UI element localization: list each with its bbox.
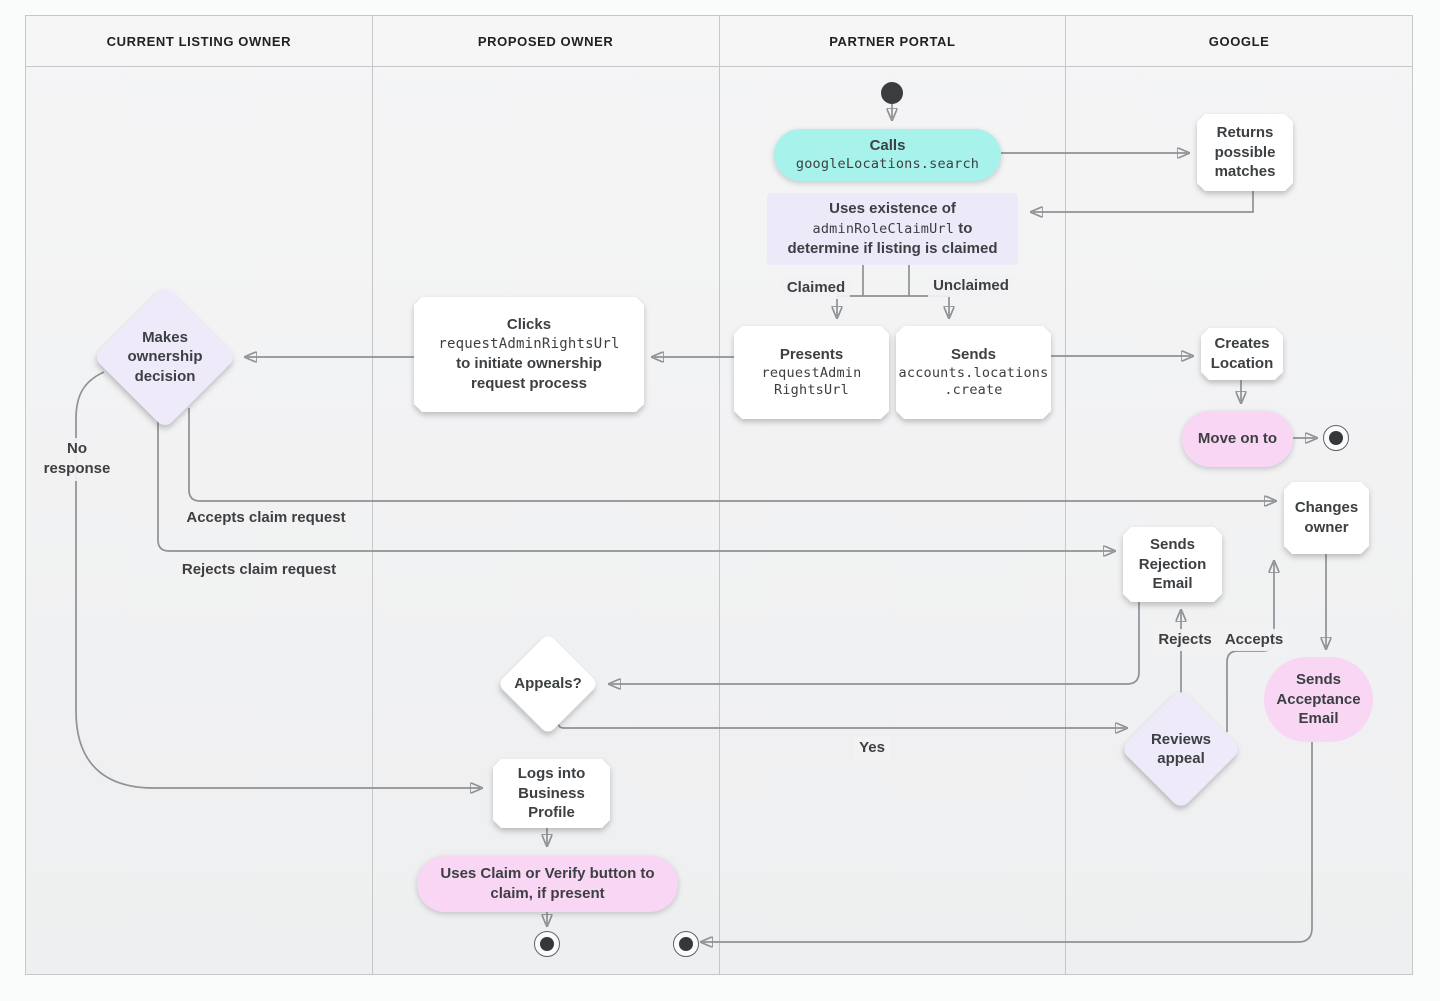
lane-google: GOOGLE (1066, 16, 1412, 974)
activity-line3: request process (471, 374, 587, 392)
decision-text: Reviews appeal (1150, 730, 1212, 768)
activity-text: Changes owner (1284, 482, 1369, 554)
activity-logs-into-business-profile: Logs into Business Profile (493, 759, 610, 828)
activity-line2: to initiate ownership (456, 354, 602, 372)
activity-creates-location: Creates Location (1201, 328, 1283, 380)
activity-changes-owner: Changes owner (1284, 482, 1369, 554)
decision-text: Makes ownership decision (127, 328, 203, 385)
lane-columns: CURRENT LISTING OWNER PROPOSED OWNER PAR… (26, 16, 1412, 974)
activity-text: Sends Acceptance Email (1276, 670, 1361, 728)
activity-code-line2: .create (944, 382, 1003, 399)
start-node (881, 82, 903, 104)
activity-line1: Uses existence of (829, 200, 956, 218)
lane-header-partner-portal: PARTNER PORTAL (719, 16, 1066, 67)
end-node-dot (679, 937, 693, 951)
end-node-dot (1329, 431, 1343, 445)
activity-title: Calls (869, 137, 906, 155)
edge-label-yes: Yes (854, 737, 890, 760)
activity-line3: determine if listing is claimed (787, 239, 998, 257)
activity-sends-accounts-locations-create: Sends accounts.locations .create (896, 326, 1051, 419)
activity-text: Uses Claim or Verify button to claim, if… (440, 865, 655, 902)
end-node-dot (540, 937, 554, 951)
lane-current-listing-owner: CURRENT LISTING OWNER (26, 16, 373, 974)
edge-label-no-response: No response (34, 438, 120, 481)
activity-title: Sends (950, 345, 996, 363)
activity-code: requestAdminRightsUrl (438, 336, 620, 353)
activity-code-line1: accounts.locations (898, 364, 1049, 381)
edge-label-accepts-claim-request: Accepts claim request (181, 507, 351, 530)
swimlane-diagram: CURRENT LISTING OWNER PROPOSED OWNER PAR… (25, 15, 1413, 975)
end-node-proposed-owner (534, 931, 560, 957)
edge-label-claimed: Claimed (781, 277, 851, 300)
activity-line2: adminRoleClaimUrl to (812, 220, 973, 238)
activity-presents-requestadminrightsurl: Presents requestAdmin RightsUrl (734, 326, 889, 419)
activity-code-line2: RightsUrl (774, 382, 849, 399)
lane-header-proposed-owner: PROPOSED OWNER (372, 16, 719, 67)
activity-code: googleLocations.search (795, 155, 980, 172)
activity-uses-existence: Uses existence of adminRoleClaimUrl to d… (767, 193, 1018, 265)
edge-label-rejects: Rejects (1153, 629, 1217, 652)
decision-appeals: Appeals? (497, 633, 599, 735)
activity-clicks-requestadminrightsurl: Clicks requestAdminRightsUrl to initiate… (414, 297, 644, 412)
activity-title: Clicks (506, 316, 552, 334)
edge-label-unclaimed: Unclaimed (928, 275, 1014, 298)
decision-text: Appeals? (514, 675, 582, 693)
end-node-google (1323, 425, 1349, 451)
activity-text: Creates Location (1201, 328, 1283, 380)
activity-move-on-to: Move on to (1182, 411, 1293, 467)
activity-code: adminRoleClaimUrl (812, 221, 955, 238)
activity-title: Presents (779, 345, 844, 363)
end-node-acceptance (673, 931, 699, 957)
activity-sends-rejection-email: Sends Rejection Email (1123, 527, 1222, 602)
decision-reviews-appeal: Reviews appeal (1120, 688, 1242, 810)
activity-code-line1: requestAdmin (761, 364, 862, 381)
lane-partner-portal: PARTNER PORTAL (719, 16, 1067, 974)
activity-calls-googlelocations-search: Calls googleLocations.search (774, 129, 1001, 181)
activity-returns-possible-matches: Returns possible matches (1197, 114, 1293, 191)
lane-header-google: GOOGLE (1066, 16, 1412, 67)
activity-uses-claim-or-verify: Uses Claim or Verify button to claim, if… (417, 856, 678, 912)
edge-label-accepts: Accepts (1219, 629, 1289, 652)
activity-text: Logs into Business Profile (493, 759, 610, 828)
lane-header-current-listing-owner: CURRENT LISTING OWNER (26, 16, 372, 67)
activity-text: Returns possible matches (1197, 114, 1293, 191)
decision-makes-ownership-decision: Makes ownership decision (92, 284, 238, 430)
activity-sends-acceptance-email: Sends Acceptance Email (1264, 657, 1373, 742)
activity-text: Move on to (1197, 430, 1278, 448)
lane-proposed-owner: PROPOSED OWNER (372, 16, 720, 974)
activity-text: Sends Rejection Email (1123, 527, 1222, 602)
edge-label-rejects-claim-request: Rejects claim request (176, 559, 342, 582)
